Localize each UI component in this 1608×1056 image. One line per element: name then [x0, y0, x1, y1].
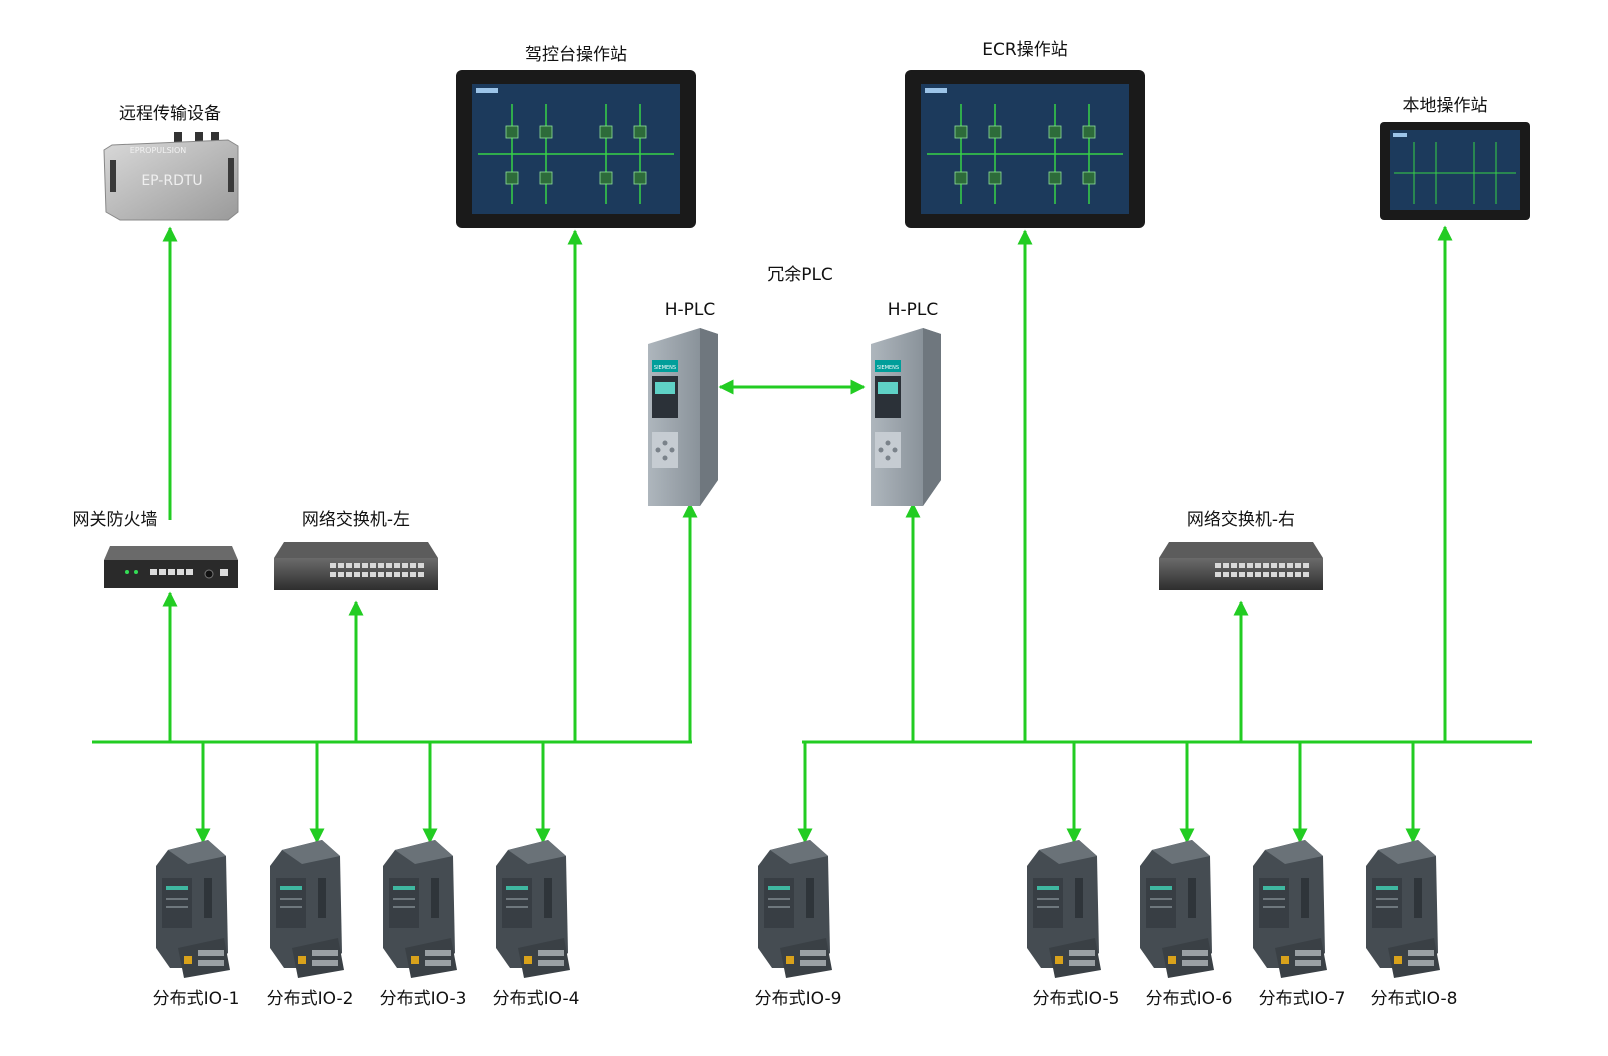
hplc-right: H-PLC SIEMENS [871, 300, 941, 506]
bridge-console-station: 驾控台操作站 [456, 45, 696, 228]
redundant-label: 冗余PLC [767, 265, 833, 285]
io1-label: 分布式IO-1 [153, 989, 240, 1009]
local-station: 本地操作站 [1380, 96, 1530, 220]
remote-label: 远程传输设备 [119, 104, 221, 124]
network-switch-left: 网络交换机-左 [274, 510, 438, 590]
io2-label: 分布式IO-2 [267, 989, 354, 1009]
rdtu-model: EP-RDTU [141, 173, 202, 189]
local-label: 本地操作站 [1403, 96, 1488, 116]
network-links [92, 225, 1532, 844]
io7-label: 分布式IO-7 [1259, 989, 1346, 1009]
ecr-screen-graphic [927, 104, 1123, 204]
plc-right-brand: SIEMENS [877, 365, 899, 371]
io-module-9: 分布式IO-9 [755, 840, 842, 1009]
io-module-7: 分布式IO-7 [1253, 840, 1345, 1009]
hplc-left: H-PLC SIEMENS [648, 300, 718, 506]
remote-transmission-device: 远程传输设备 EPROPULSION EP-RDTU [103, 104, 239, 221]
hplc-right-label: H-PLC [888, 300, 939, 320]
io-module-1: 分布式IO-1 [153, 840, 240, 1009]
bridge-label: 驾控台操作站 [525, 45, 627, 65]
hplc-left-label: H-PLC [665, 300, 716, 320]
io-module-2: 分布式IO-2 [267, 840, 354, 1009]
io9-label: 分布式IO-9 [755, 989, 842, 1009]
io4-label: 分布式IO-4 [493, 989, 580, 1009]
switch-left-label: 网络交换机-左 [302, 510, 410, 530]
io-module-8: 分布式IO-8 [1366, 840, 1457, 1009]
ecr-station: ECR操作站 [905, 40, 1145, 228]
io-module-4: 分布式IO-4 [493, 840, 580, 1009]
io8-label: 分布式IO-8 [1371, 989, 1458, 1009]
bridge-screen-graphic [478, 104, 674, 204]
local-screen-graphic [1394, 142, 1516, 204]
io6-label: 分布式IO-6 [1146, 989, 1233, 1009]
switch-right-label: 网络交换机-右 [1187, 510, 1295, 530]
network-switch-right: 网络交换机-右 [1159, 510, 1323, 590]
redundant-plc-group: 冗余PLC H-PLC SIEMENS H-PLC SIEMENS [648, 265, 941, 506]
io-module-5: 分布式IO-5 [1027, 840, 1119, 1009]
plc-left-brand: SIEMENS [654, 365, 676, 371]
gateway-firewall: 网关防火墙 [73, 510, 238, 588]
io3-label: 分布式IO-3 [380, 989, 467, 1009]
firewall-label: 网关防火墙 [73, 510, 158, 530]
io5-label: 分布式IO-5 [1033, 989, 1120, 1009]
ecr-label: ECR操作站 [982, 40, 1067, 60]
io-module-6: 分布式IO-6 [1140, 840, 1232, 1009]
io-module-3: 分布式IO-3 [380, 840, 467, 1009]
rdtu-brand: EPROPULSION [130, 146, 187, 155]
